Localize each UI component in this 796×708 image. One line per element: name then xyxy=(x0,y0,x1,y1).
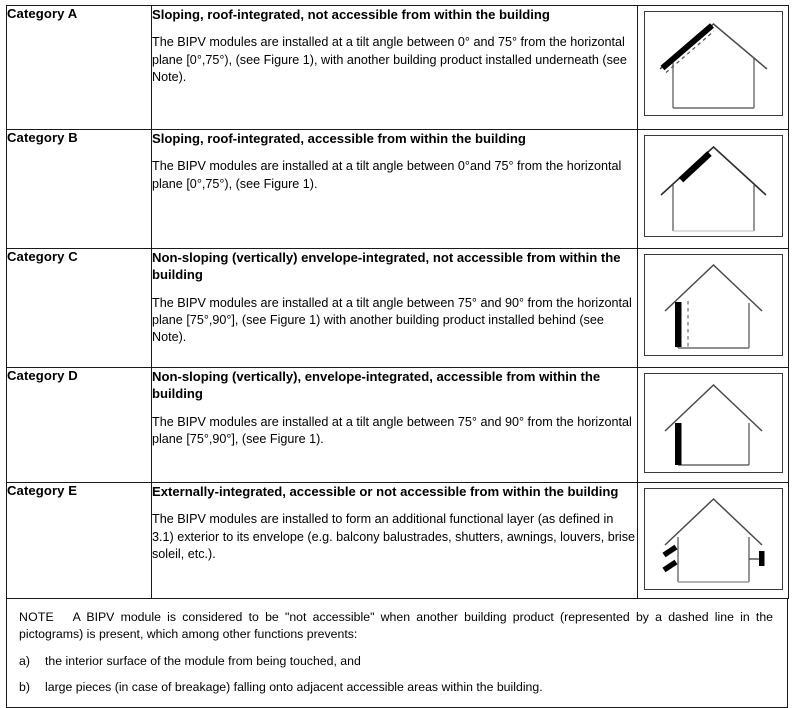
pictogram-box-a xyxy=(643,11,783,116)
category-title-e: Externally-integrated, accessible or not… xyxy=(152,484,619,499)
pictogram-box-e xyxy=(643,488,783,590)
table-row: Category E Externally-integrated, access… xyxy=(6,482,789,599)
bipv-category-table-page: Category A Sloping, roof-integrated, not… xyxy=(0,5,796,708)
house-wall-pv-left-with-dashed-backing-icon xyxy=(663,263,763,349)
category-title-b: Sloping, roof-integrated, accessible fro… xyxy=(152,131,526,146)
category-description-c: Non-sloping (vertically) envelope-integr… xyxy=(151,248,638,368)
house-roof-pv-left-with-dashed-underlay-icon xyxy=(659,23,767,109)
category-label-e: Category E xyxy=(6,482,152,599)
category-description-a: Sloping, roof-integrated, not accessible… xyxy=(151,5,638,130)
category-label-b: Category B xyxy=(6,129,152,249)
pictogram-cell-d xyxy=(637,367,789,483)
pictogram-box-b xyxy=(643,135,783,237)
note-keyword: NOTE xyxy=(19,610,54,624)
category-label-d: Category D xyxy=(6,367,152,483)
table-row: Category D Non-sloping (vertically), env… xyxy=(6,367,789,483)
category-body-b: The BIPV modules are installed at a tilt… xyxy=(152,159,622,191)
note-marker-b: b) xyxy=(19,680,30,695)
pictogram-cell-b xyxy=(637,129,789,249)
category-body-d: The BIPV modules are installed at a tilt… xyxy=(152,414,632,446)
table-row: Category C Non-sloping (vertically) enve… xyxy=(6,248,789,368)
pictogram-cell-a xyxy=(637,5,789,130)
note-marker-a: a) xyxy=(19,653,30,668)
note-list-item-a: a) the interior surface of the module fr… xyxy=(19,653,773,670)
category-label-c: Category C xyxy=(6,248,152,368)
pictogram-box-c xyxy=(643,254,783,356)
table-row: Category B Sloping, roof-integrated, acc… xyxy=(6,129,789,249)
house-external-louvers-and-balustrade-icon xyxy=(661,497,764,583)
bipv-category-table: Category A Sloping, roof-integrated, not… xyxy=(6,5,789,599)
pictogram-box-d xyxy=(643,373,783,473)
house-roof-pv-left-no-underlay-icon xyxy=(659,145,767,232)
house-wall-pv-left-no-backing-icon xyxy=(663,383,763,466)
category-description-e: Externally-integrated, accessible or not… xyxy=(151,482,638,599)
note-lead-paragraph: NOTE A BIPV module is considered to be "… xyxy=(19,609,773,644)
category-body-e: The BIPV modules are installed to form a… xyxy=(152,512,636,562)
category-label-a: Category A xyxy=(6,5,152,130)
category-body-a: The BIPV modules are installed at a tilt… xyxy=(152,35,627,85)
note-block: NOTE A BIPV module is considered to be "… xyxy=(6,599,788,708)
note-lead-text: A BIPV module is considered to be "not a… xyxy=(19,610,774,642)
note-item-text-b: large pieces (in case of breakage) falli… xyxy=(45,680,543,695)
pictogram-cell-c xyxy=(637,248,789,368)
pictogram-cell-e xyxy=(637,482,789,599)
category-title-c: Non-sloping (vertically) envelope-integr… xyxy=(152,250,621,283)
category-body-c: The BIPV modules are installed at a tilt… xyxy=(152,295,632,345)
category-title-a: Sloping, roof-integrated, not accessible… xyxy=(152,7,550,22)
category-description-b: Sloping, roof-integrated, accessible fro… xyxy=(151,129,638,249)
category-description-d: Non-sloping (vertically), envelope-integ… xyxy=(151,367,638,483)
category-title-d: Non-sloping (vertically), envelope-integ… xyxy=(152,369,601,402)
table-row: Category A Sloping, roof-integrated, not… xyxy=(6,5,789,130)
note-list-item-b: b) large pieces (in case of breakage) fa… xyxy=(19,679,773,696)
note-item-text-a: the interior surface of the module from … xyxy=(45,653,361,668)
